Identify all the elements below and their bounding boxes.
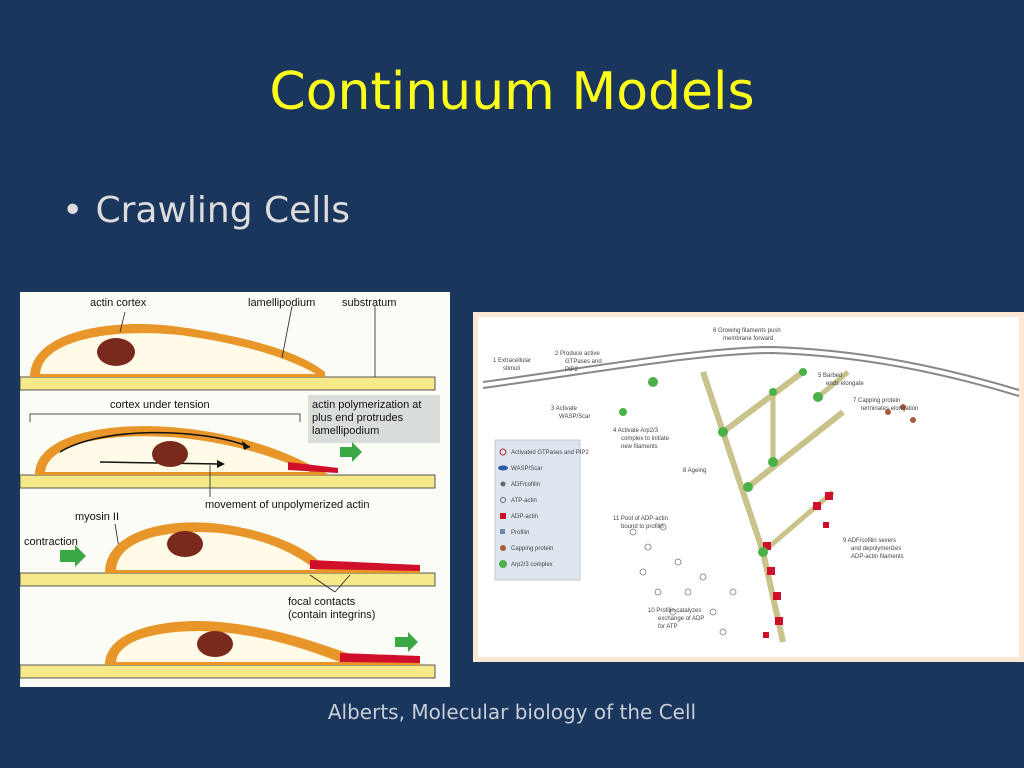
green-arrow-4 bbox=[395, 632, 418, 652]
legend-item: ADP-actin bbox=[511, 514, 538, 520]
slide-title: Continuum Models bbox=[269, 62, 755, 122]
citation-caption: Alberts, Molecular biology of the Cell bbox=[327, 700, 697, 724]
label-step1-b: stimuli bbox=[503, 366, 520, 372]
label-step4-a: 4 Activate Arp2/3 bbox=[613, 428, 659, 434]
label-step9-b: and depolymerizes bbox=[851, 546, 901, 552]
label-poly-3: lamellipodium bbox=[312, 425, 379, 437]
crawling-cell-diagram: actin cortex lamellipodium substratum co… bbox=[20, 297, 440, 679]
label-focal-1: focal contacts bbox=[288, 596, 356, 608]
label-step10-c: for ATP bbox=[658, 624, 678, 630]
nucleus-4 bbox=[197, 631, 233, 657]
label-step3-b: WASP/Scar bbox=[559, 414, 590, 420]
membrane bbox=[482, 345, 1020, 391]
nucleus-3 bbox=[167, 531, 203, 557]
label-step5-a: 5 Barbed bbox=[818, 373, 842, 379]
label-focal-2: (contain integrins) bbox=[288, 609, 375, 621]
legend: Activated GTPases and PIP2 WASP/Scar ADF… bbox=[498, 448, 589, 568]
substratum-1 bbox=[20, 376, 436, 391]
legend-box bbox=[494, 439, 581, 581]
label-step5-b: ends elongate bbox=[826, 381, 864, 387]
crawling-cell-figure: actin cortex lamellipodium substratum co… bbox=[20, 292, 450, 687]
green-arrow-2 bbox=[340, 442, 362, 462]
label-step9-c: ADP-actin filaments bbox=[851, 554, 904, 560]
label-step1-a: 1 Extracellular bbox=[493, 358, 531, 364]
label-step2-b: GTPases and bbox=[565, 359, 602, 365]
legend-item: Profilin bbox=[511, 530, 529, 536]
label-myosin: myosin II bbox=[75, 511, 119, 523]
actin-network-figure: 6 Growing filaments push membrane forwar… bbox=[473, 312, 1024, 662]
bullet-text: Crawling Cells bbox=[95, 190, 351, 231]
legend-item: ADF/cofilin bbox=[511, 482, 540, 488]
legend-item: Capping protein bbox=[511, 546, 553, 552]
label-step7-b: terminates elongation bbox=[861, 406, 918, 412]
label-step10-b: exchange of ADP bbox=[658, 616, 704, 622]
green-arrow-3 bbox=[60, 545, 86, 567]
bullet-item: • Crawling Cells bbox=[62, 190, 350, 231]
label-step3-a: 3 Activate bbox=[551, 406, 578, 412]
label-movement: movement of unpolymerized actin bbox=[205, 499, 369, 511]
label-step7-a: 7 Capping protein bbox=[853, 398, 900, 404]
bullet-marker: • bbox=[62, 190, 84, 231]
legend-item: ATP-actin bbox=[511, 498, 537, 504]
label-step9-a: 9 ADF/cofilin severs bbox=[843, 538, 896, 544]
label-step6-b: membrane forward bbox=[723, 336, 773, 342]
nucleus-1 bbox=[97, 338, 135, 366]
label-step11-b: bound to profilin bbox=[621, 524, 664, 530]
annotation-box bbox=[308, 395, 440, 443]
label-poly-1: actin polymerization at bbox=[312, 399, 421, 411]
label-contraction: contraction bbox=[24, 536, 78, 548]
label-step11-a: 11 Pool of ADP-actin bbox=[613, 516, 668, 522]
label-lamellipodium: lamellipodium bbox=[248, 297, 315, 309]
label-step10-a: 10 Profilin catalyzes bbox=[648, 608, 701, 614]
actin-network-diagram: 6 Growing filaments push membrane forwar… bbox=[478, 317, 1020, 657]
label-step8: 8 Ageing bbox=[683, 468, 706, 474]
label-step2-c: PIP2 bbox=[565, 367, 579, 373]
label-step4-c: new filaments bbox=[621, 444, 658, 450]
nucleus-2 bbox=[152, 441, 188, 467]
actin-red-2 bbox=[288, 462, 338, 473]
label-step2-a: 2 Produce active bbox=[555, 351, 600, 357]
legend-item: Arp2/3 complex bbox=[511, 562, 553, 568]
flow-arrow-top bbox=[59, 431, 251, 453]
label-step6-a: 6 Growing filaments push bbox=[713, 328, 781, 334]
label-cortex-tension: cortex under tension bbox=[110, 399, 210, 411]
legend-item: WASP/Scar bbox=[511, 466, 542, 472]
label-substratum: substratum bbox=[342, 297, 396, 309]
label-poly-2: plus end protrudes bbox=[312, 412, 404, 424]
legend-item: Activated GTPases and PIP2 bbox=[511, 450, 589, 456]
label-actin-cortex: actin cortex bbox=[90, 297, 147, 309]
label-step4-b: complex to initiate bbox=[621, 436, 670, 442]
